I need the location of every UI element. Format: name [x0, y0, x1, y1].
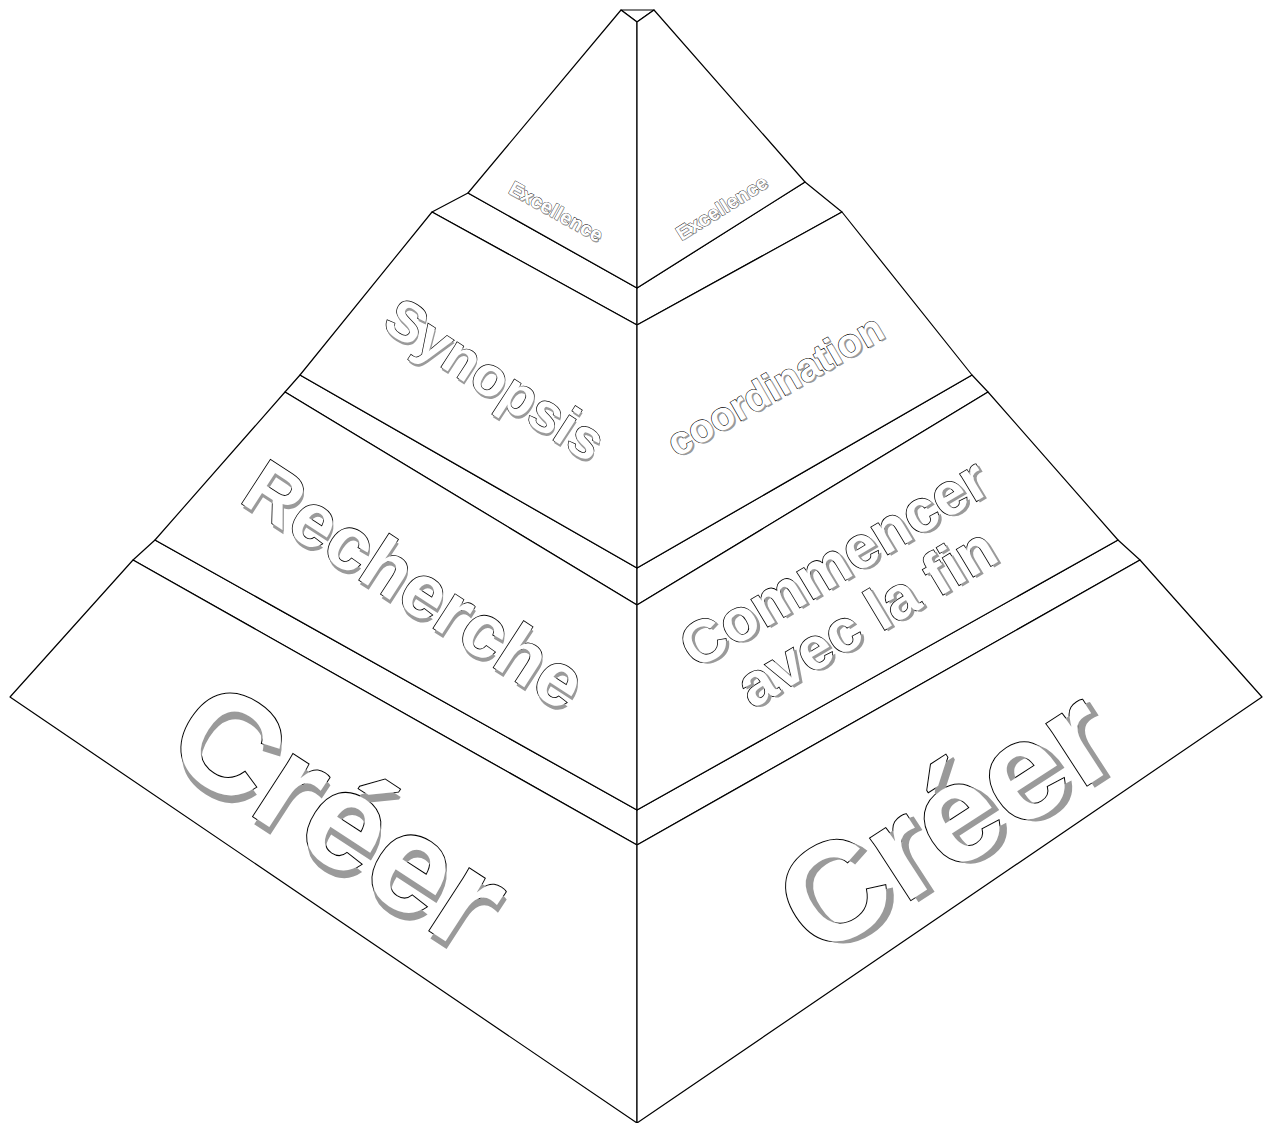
- face-shape: [10, 560, 637, 1123]
- face-shape: [637, 560, 1262, 1123]
